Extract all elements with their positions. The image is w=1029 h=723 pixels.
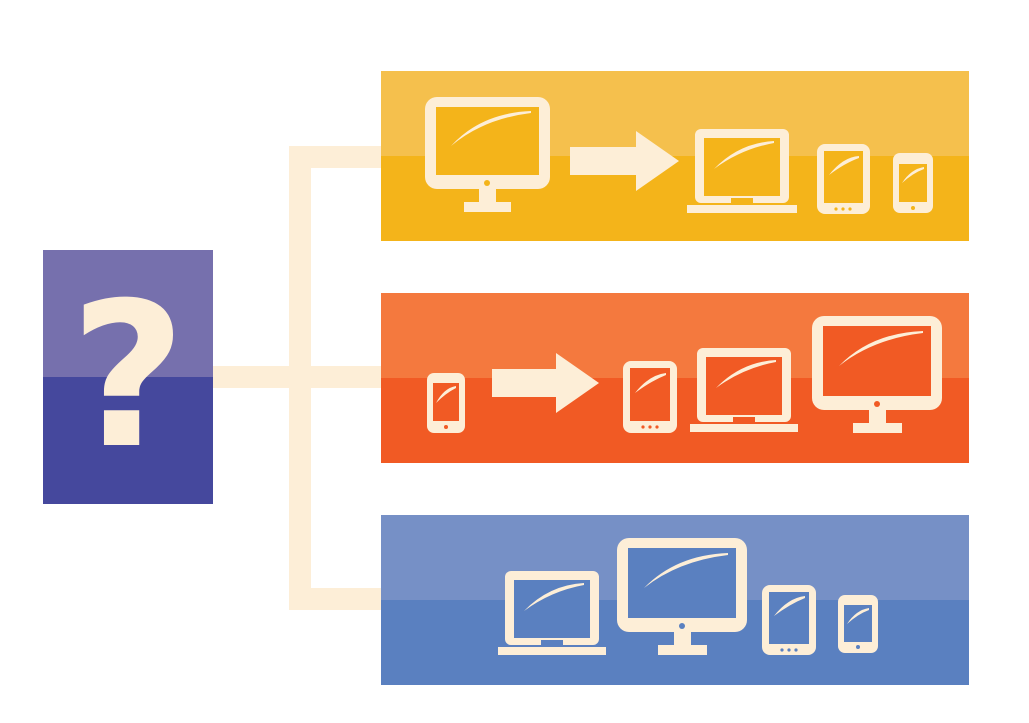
tablet-icon (762, 585, 816, 655)
option-all-devices (381, 515, 969, 685)
connector-branch-bottom (289, 588, 381, 610)
question-box: ? (43, 250, 213, 504)
option-desktop-first (381, 71, 969, 241)
tablet-icon (623, 361, 677, 433)
desktop-icon (617, 538, 747, 655)
laptop-icon (690, 348, 798, 432)
phone-icon (838, 595, 878, 653)
desktop-icon (425, 97, 550, 212)
phone-icon (893, 153, 933, 213)
arrow-right-icon (492, 353, 599, 413)
connector-branch-top (289, 146, 381, 168)
laptop-icon (687, 129, 797, 213)
connector-vertical (289, 146, 311, 610)
mobile-first-icons (427, 316, 942, 433)
question-mark-icon: ? (69, 260, 186, 493)
tablet-icon (817, 144, 870, 214)
phone-icon (427, 373, 465, 433)
desktop-first-icons (425, 97, 933, 214)
arrow-right-icon (570, 131, 679, 191)
option-mobile-first (381, 293, 969, 463)
desktop-icon (812, 316, 942, 433)
all-devices-icons (498, 538, 878, 655)
laptop-icon (498, 571, 606, 655)
